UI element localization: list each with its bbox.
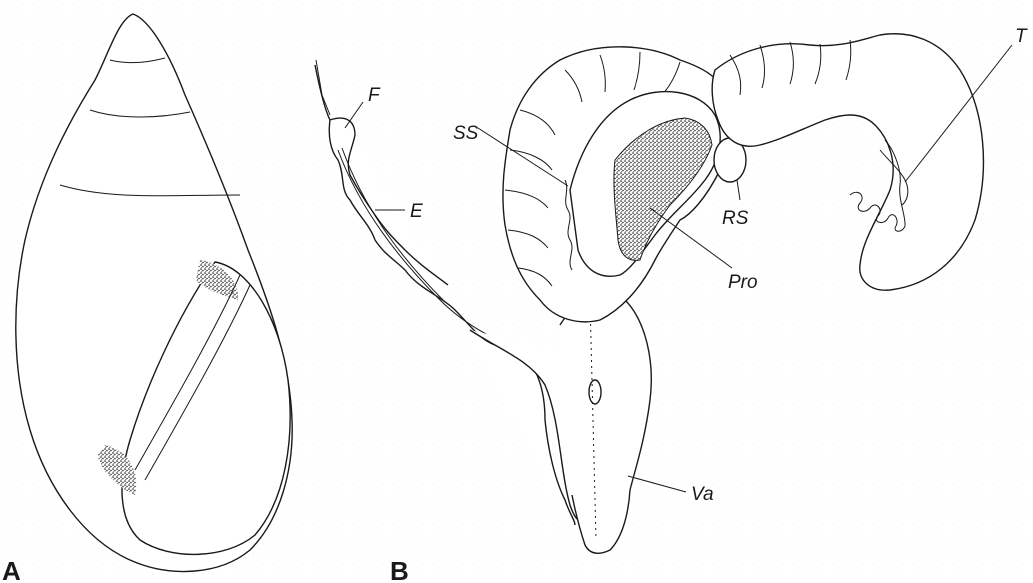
- panel-b-letter: B: [390, 556, 409, 583]
- label-ss: SS: [453, 123, 479, 144]
- label-rs: RS: [722, 208, 749, 229]
- label-t: T: [1015, 26, 1028, 47]
- label-va: Va: [691, 484, 714, 505]
- label-pro: Pro: [728, 272, 758, 293]
- panel-a-letter: A: [2, 556, 21, 583]
- label-f: F: [368, 85, 381, 106]
- label-e: E: [410, 201, 423, 222]
